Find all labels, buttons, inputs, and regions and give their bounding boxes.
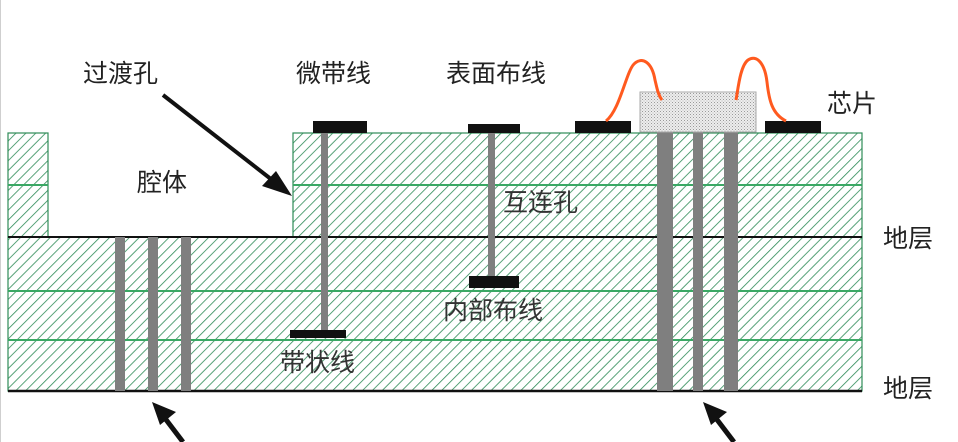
chip-pad-right [765, 121, 821, 133]
vias [115, 131, 738, 391]
bond-wire-right [734, 56, 787, 123]
via-surface-trace [488, 133, 495, 279]
stripline-trace [290, 330, 346, 338]
bond-wire-left [604, 59, 664, 123]
via-left-2 [148, 237, 158, 391]
chip-pad-left [575, 121, 631, 133]
label-stripline: 带状线 [280, 348, 355, 377]
label-microstrip: 微带线 [296, 59, 371, 88]
label-surface-trace: 表面布线 [446, 59, 546, 88]
microstrip-trace [313, 121, 367, 133]
arrows [152, 93, 736, 442]
label-ground-layer-lower: 地层 [883, 374, 933, 403]
via-left-3 [181, 237, 191, 391]
left-border [0, 0, 1, 442]
arrow-icon [152, 402, 185, 442]
bond-wires [604, 56, 787, 123]
label-interconnect-hole: 互连孔 [503, 188, 578, 217]
via-chip-2 [693, 131, 703, 391]
via-left-1 [115, 237, 125, 391]
inner-trace [469, 276, 519, 288]
label-cavity: 腔体 [137, 168, 187, 197]
label-inner-trace: 内部布线 [443, 296, 543, 325]
arrow-icon [161, 93, 292, 196]
labels: 过渡孔 微带线 表面布线 芯片 腔体 互连孔 地层 内部布线 带状线 地层 [83, 59, 933, 403]
via-microstrip [321, 133, 328, 333]
label-via: 过渡孔 [83, 59, 158, 88]
via-chip-1 [657, 131, 673, 391]
label-chip: 芯片 [827, 89, 877, 118]
traces [290, 121, 821, 338]
arrow-icon [703, 402, 736, 442]
chip-body [639, 91, 757, 133]
label-ground-layer-upper: 地层 [883, 224, 933, 253]
via-chip-3 [724, 131, 738, 391]
surface-trace-pad [468, 124, 520, 133]
